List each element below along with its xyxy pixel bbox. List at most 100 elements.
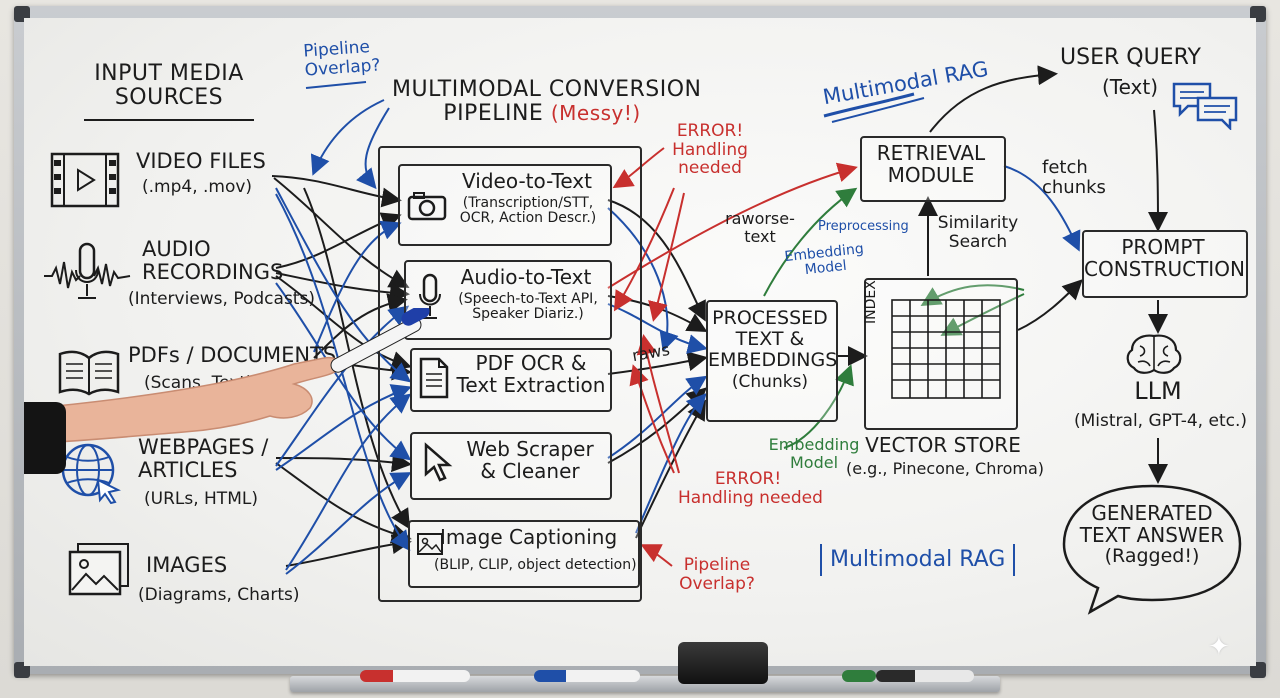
source-web-title-line: WEBPAGES / [138, 435, 269, 459]
sparkle-icon: ✦ [1208, 632, 1230, 662]
red-marker[interactable] [360, 670, 470, 682]
source-images-title: IMAGES [146, 553, 228, 577]
llm-sub: (Mistral, GPT-4, etc.) [1074, 411, 1247, 431]
fetch-chunks-note: fetch chunks [1042, 158, 1106, 198]
embedding-model-bottom-line: Embedding [768, 435, 860, 454]
blue-marker[interactable] [534, 670, 640, 682]
film-icon [50, 152, 120, 208]
raworse-line: raworse- [725, 209, 795, 228]
processed-sub: (Chunks) [731, 371, 809, 392]
step-audio-title: Audio-to-Text [460, 265, 592, 289]
source-pdf-title: PDFs / DOCUMENTS [128, 343, 337, 367]
green-marker[interactable] [842, 670, 876, 682]
source-audio-title-line: RECORDINGS [142, 260, 284, 285]
prompt-title: PROMPT CONSTRUCTION [1084, 235, 1245, 281]
retrieval-module-box [860, 136, 1006, 202]
microphone-icon [44, 242, 131, 299]
retrieval-title: RETRIEVAL MODULE [862, 142, 1000, 186]
pipeline-heading-line: PIPELINE (Messy!) [392, 102, 692, 126]
processed-title-line: PROCESSED [712, 307, 828, 329]
step-image-sub: (BLIP, CLIP, object detection) [434, 557, 637, 573]
whiteboard: INPUT MEDIA SOURCES VIDEO FILES (.mp4, .… [24, 18, 1256, 666]
similarity-search-note: Similarity Search [930, 214, 1026, 251]
frame-corner [14, 662, 30, 678]
step-pdf-ocr [410, 348, 612, 412]
camera-icon [407, 192, 447, 221]
step-video-sub-line: OCR, Action Descr.) [459, 210, 597, 227]
sources-heading-line: SOURCES [114, 85, 224, 111]
raworse-line: text [744, 226, 776, 246]
source-video-title: VIDEO FILES [136, 149, 266, 173]
pipeline-overlap-note: Pipeline Overlap? [303, 37, 381, 80]
raworse-note: raworse- text [720, 210, 800, 245]
similarity-line: Search [948, 231, 1008, 252]
overlap-bottom-line: Overlap? [679, 573, 755, 594]
fetch-line: fetch [1042, 157, 1088, 178]
answer-sub: (Ragged!) [1104, 545, 1200, 567]
answer-title-line: GENERATED [1091, 501, 1213, 525]
step-image-captioning [408, 520, 640, 588]
error-bottom-line: ERROR! [714, 469, 782, 489]
chat-bubbles-icon [1172, 82, 1238, 130]
error-bottom-line: Handling needed [678, 487, 823, 508]
step-audio-sub: (Speech-to-Text API, Speaker Diariz.) [448, 291, 608, 323]
black-marker[interactable] [876, 670, 974, 682]
sources-heading: INPUT MEDIA SOURCES [74, 61, 264, 111]
sources-heading-line: INPUT MEDIA [94, 61, 244, 86]
step-web-title: Web Scraper & Cleaner [458, 438, 602, 482]
index-grid [891, 299, 1001, 399]
prompt-title-line: PROMPT [1121, 235, 1205, 259]
pipeline-overlap-bottom: Pipeline Overlap? [672, 556, 762, 593]
answer-title: GENERATED TEXT ANSWER (Ragged!) [1070, 502, 1234, 567]
image-icon [417, 533, 443, 555]
step-audio-sub-line: (Speech-to-Text API, [458, 291, 598, 307]
vector-store-title: VECTOR STORE [865, 433, 1021, 457]
processed-title-line: EMBEDDINGS [708, 348, 838, 371]
embedding-model-bottom: Embedding Model [766, 436, 862, 471]
frame-corner [1250, 662, 1266, 678]
source-audio-title-line: AUDIO [142, 237, 211, 261]
picture-icon [68, 543, 129, 596]
user-query-sub: (Text) [1101, 75, 1159, 99]
processed-title: PROCESSED TEXT & EMBEDDINGS (Chunks) [708, 307, 838, 392]
pipeline-heading: MULTIMODAL CONVERSION PIPELINE (Messy!) [392, 77, 702, 126]
source-web-sub: (URLs, HTML) [144, 489, 258, 509]
answer-bubble [1062, 484, 1242, 615]
source-audio-sub: (Interviews, Podcasts) [128, 289, 315, 309]
prompt-title-line: CONSTRUCTION [1084, 257, 1245, 281]
source-web-title-line: ARTICLES [138, 458, 238, 483]
error-note-top: ERROR! Handling needed [660, 122, 760, 178]
step-pdf-title-line: Text Extraction [456, 373, 606, 397]
whiteboard-eraser[interactable] [678, 642, 768, 684]
error-top-line: ERROR! [676, 121, 744, 141]
step-image-title: Image Captioning [440, 525, 618, 549]
book-icon [58, 350, 120, 396]
step-video-sub: (Transcription/STT, OCR, Action Descr.) [450, 195, 606, 227]
pipeline-container [378, 146, 642, 602]
step-pdf-title-line: PDF OCR & [475, 351, 587, 375]
source-audio-title: AUDIO RECORDINGS [142, 237, 284, 285]
vector-store-box [864, 278, 1018, 430]
answer-title-line: TEXT ANSWER [1079, 523, 1225, 547]
brain-icon [1126, 334, 1182, 374]
index-label: INDEX [863, 280, 879, 324]
connector-lines [84, 65, 1168, 575]
error-top-line: Handling [672, 139, 748, 160]
source-video-sub: (.mp4, .mov) [142, 177, 253, 197]
retrieval-title-line: MODULE [887, 163, 975, 187]
processed-text-box [706, 300, 838, 422]
retrieval-title-line: RETRIEVAL [876, 141, 986, 165]
step-video-title: Video-to-Text [462, 169, 592, 193]
llm-title: LLM [1134, 377, 1182, 405]
step-video-sub-line: (Transcription/STT, [462, 195, 594, 211]
preprocessing-note: Preprocessing [818, 219, 909, 234]
overlap-bottom-line: Pipeline [683, 555, 751, 575]
processed-title-line: TEXT & [735, 327, 805, 350]
vector-store-sub: (e.g., Pinecone, Chroma) [846, 459, 1045, 478]
prompt-construction-box [1082, 230, 1248, 298]
step-web-title-line: & Cleaner [480, 459, 580, 483]
step-audio-sub-line: Speaker Diariz.) [472, 306, 584, 323]
pipeline-heading-line: MULTIMODAL CONVERSION [392, 77, 702, 102]
document-icon [419, 357, 449, 399]
hand-with-marker [24, 308, 430, 474]
